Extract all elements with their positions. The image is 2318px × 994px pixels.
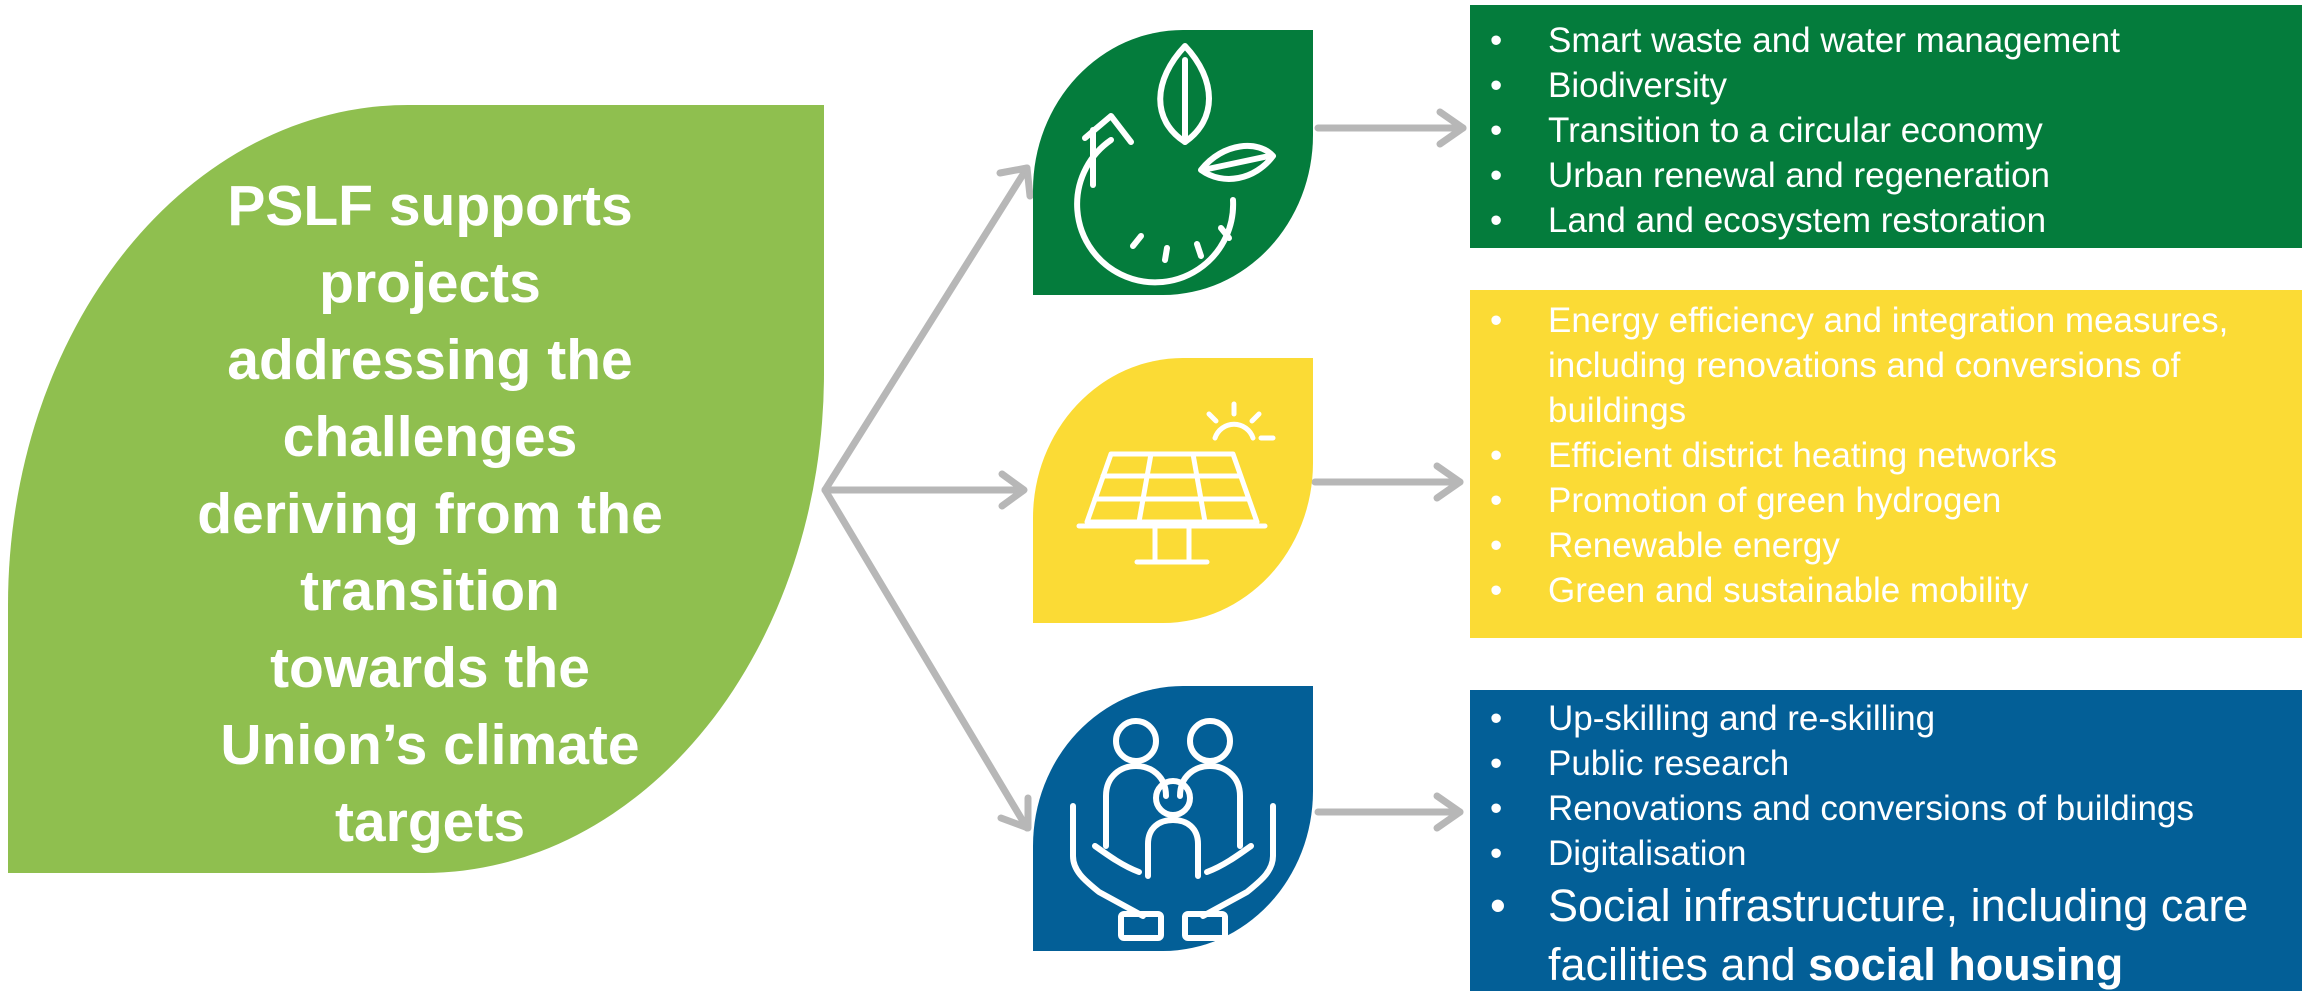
list-item-text: Urban renewal and regeneration [1548, 156, 2050, 195]
bullet: • [1490, 526, 1503, 565]
list-item-text: Public research [1548, 744, 1790, 783]
bullet: • [1490, 21, 1503, 60]
main-statement-leaf [8, 105, 824, 873]
list-item: • Efficient district heating networks [1470, 433, 2288, 478]
environment-items-list: • Smart waste and water management • Biodi… [1470, 18, 2302, 243]
arrow-head-social [997, 794, 1032, 832]
list-item: • Energy efficiency and integration measu… [1470, 298, 2288, 433]
main-line: addressing the [227, 328, 633, 392]
environment-items-box: • Smart waste and water management • Biodi… [1470, 5, 2302, 248]
bullet: • [1490, 744, 1503, 783]
list-item-text: Promotion of green hydrogen [1548, 481, 2002, 520]
list-item-text: Digitalisation [1548, 834, 1747, 873]
list-item-text: Green and sustainable mobility [1548, 571, 2029, 610]
bullet: • [1490, 111, 1503, 150]
bullet: • [1490, 436, 1503, 475]
bullet: • [1490, 571, 1503, 610]
list-item: • Public research [1470, 741, 2302, 786]
list-item-bold-text: social housing [1808, 939, 2124, 990]
social-items-list: • Up-skilling and re-skilling • Public res… [1470, 696, 2302, 994]
arrow-to-environment [821, 164, 1031, 494]
arrow-to-social [821, 486, 1031, 832]
arrow-env-to-box-head [1436, 108, 1467, 148]
bullet: • [1490, 699, 1503, 738]
list-item: • Smart waste and water management [1470, 18, 2302, 63]
bullet: • [1490, 789, 1503, 828]
main-line: transition [300, 559, 560, 623]
list-item-text: Social infrastructure, including care fa… [1548, 880, 2249, 990]
list-item: • Social infrastructure, including care f… [1470, 876, 2302, 994]
main-line: targets [334, 790, 526, 854]
list-item: • Land and ecosystem restoration [1470, 198, 2302, 243]
list-item-text: Up-skilling and re-skilling [1548, 699, 1936, 738]
list-item: • Promotion of green hydrogen [1470, 478, 2288, 523]
main-line: deriving from the [197, 482, 663, 546]
list-item: • Transition to a circular economy [1470, 108, 2302, 153]
list-item: • Green and sustainable mobility [1470, 568, 2288, 613]
arrow-head-environment [996, 164, 1034, 200]
arrow-energy-to-box-head [1433, 462, 1464, 502]
list-item-text: Biodiversity [1548, 66, 1727, 105]
list-item: • Up-skilling and re-skilling [1470, 696, 2302, 741]
energy-icon-tile [1033, 358, 1313, 623]
arrow-social-to-box-head [1433, 792, 1464, 832]
family-care-icon [1070, 718, 1276, 941]
list-item: • Urban renewal and regeneration [1470, 153, 2302, 198]
bullet: • [1490, 66, 1503, 105]
main-statement: PSLF supports projects addressing the ch… [140, 168, 720, 861]
list-item-text: Energy efficiency and integration measur… [1548, 301, 2229, 430]
social-icon-tile [1033, 686, 1313, 951]
list-item-text: Land and ecosystem restoration [1548, 201, 2047, 240]
main-line: towards the [270, 636, 590, 700]
bullet: • [1490, 880, 1506, 931]
energy-items-box: • Energy efficiency and integration measu… [1470, 290, 2302, 638]
list-item-text: Transition to a circular economy [1548, 111, 2043, 150]
list-item: • Digitalisation [1470, 831, 2302, 876]
list-item-text: Efficient district heating networks [1548, 436, 2058, 475]
list-item: • Renewable energy [1470, 523, 2288, 568]
list-item-text: Smart waste and water management [1548, 21, 2120, 60]
bullet: • [1490, 201, 1503, 240]
solar-panel-icon [1076, 401, 1276, 565]
list-item: • Renovations and conversions of building… [1470, 786, 2302, 831]
bullet: • [1490, 156, 1503, 195]
social-items-box: • Up-skilling and re-skilling • Public res… [1470, 690, 2302, 991]
main-line: Union’s climate [220, 713, 640, 777]
environment-icon-tile [1033, 30, 1313, 295]
bullet: • [1490, 301, 1503, 340]
main-line: projects [319, 251, 541, 315]
leaf-cycle-icon [1074, 43, 1276, 286]
list-item-text: Renewable energy [1548, 526, 1840, 565]
list-item: • Biodiversity [1470, 63, 2302, 108]
main-line: PSLF supports [227, 174, 633, 238]
main-line: challenges [282, 405, 578, 469]
bullet: • [1490, 481, 1503, 520]
list-item-text: Renovations and conversions of buildings [1548, 789, 2194, 828]
arrow-head-energy [998, 470, 1028, 510]
bullet: • [1490, 834, 1503, 873]
energy-items-list: • Energy efficiency and integration measu… [1470, 298, 2288, 613]
